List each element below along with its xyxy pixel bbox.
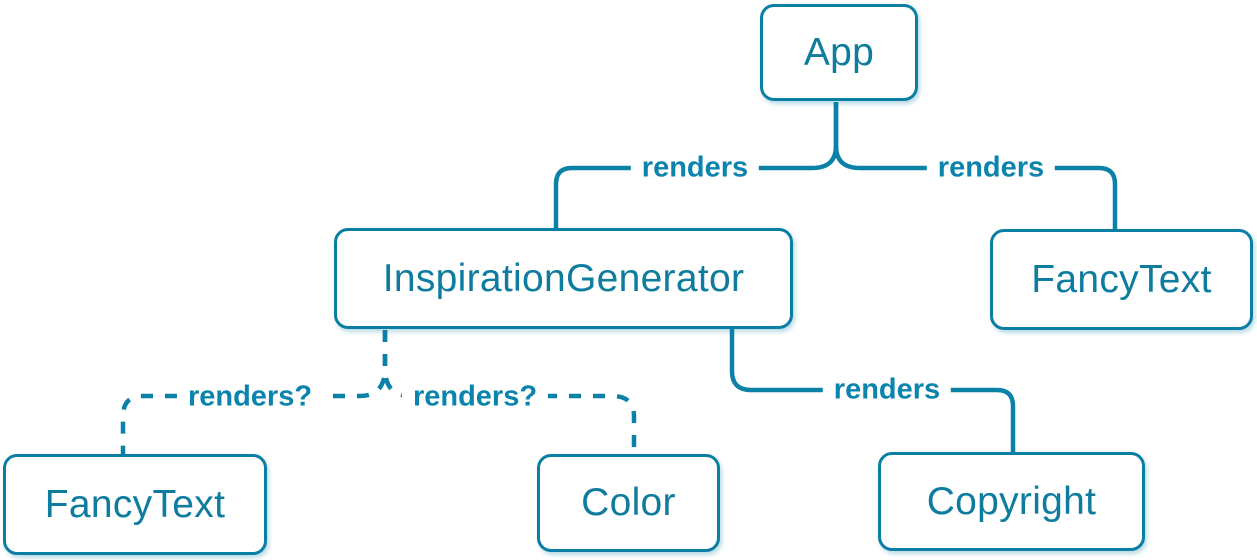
node-inspiration-generator: InspirationGenerator xyxy=(334,228,793,329)
node-fancy-text-top-label: FancyText xyxy=(1031,257,1212,301)
edge-label-inspirationgenerator-color: renders? xyxy=(401,379,549,415)
node-fancy-text-top: FancyText xyxy=(990,229,1253,330)
node-color-label: Color xyxy=(581,481,676,524)
node-copyright-label: Copyright xyxy=(926,479,1097,523)
edge-inspirationgenerator-fancytext xyxy=(120,330,388,455)
node-app: App xyxy=(760,4,918,101)
edge-label-inspirationgenerator-copyright: renders xyxy=(822,372,952,408)
edge-label-inspirationgenerator-fancytext: renders? xyxy=(176,379,324,415)
node-color: Color xyxy=(537,454,720,552)
edge-inspirationgenerator-color xyxy=(382,330,637,455)
edge-label-app-fancytext: renders xyxy=(926,150,1056,186)
edge-label-app-inspirationgenerator: renders xyxy=(630,150,760,186)
node-copyright: Copyright xyxy=(878,452,1145,551)
node-inspiration-generator-label: InspirationGenerator xyxy=(382,256,745,300)
node-app-label: App xyxy=(803,30,875,74)
node-fancy-text-bottom-label: FancyText xyxy=(44,482,226,526)
node-fancy-text-bottom: FancyText xyxy=(3,454,267,555)
